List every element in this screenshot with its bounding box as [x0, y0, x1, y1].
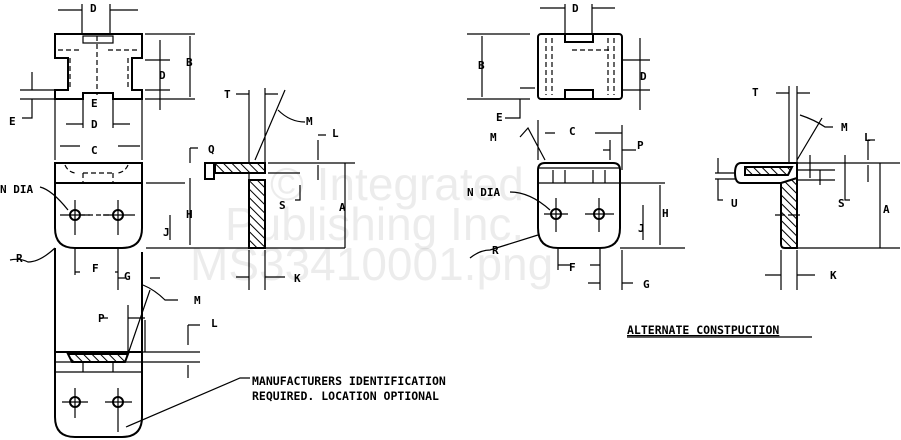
lower-view-main [54, 284, 250, 438]
svg-text:Publishing Inc.: Publishing Inc. [225, 198, 524, 250]
dim-A-alt: A [883, 203, 890, 216]
dim-U: U [731, 197, 738, 210]
alternate-construction-caption: ALTERNATE CONSTPUCTION [627, 323, 779, 337]
dim-B: B [186, 56, 193, 69]
dim-M-side: M [306, 115, 313, 128]
dim-R: R [16, 252, 23, 265]
mfr-id-note-line1: MANUFACTURERS IDENTIFICATION [252, 374, 446, 388]
dim-D-alt-top: D [572, 2, 579, 15]
dim-P-alt: P [637, 139, 644, 152]
dim-D-top: D [90, 2, 97, 15]
dim-L-alt: L [864, 131, 871, 144]
dim-N-DIA: N DIA [0, 183, 33, 196]
dim-H-alt: H [662, 207, 669, 220]
dim-A: A [339, 201, 346, 214]
dim-Q: Q [208, 143, 215, 156]
dim-N-DIA-alt: N DIA [467, 186, 500, 199]
dim-G-alt: G [643, 278, 650, 291]
watermark: © Integrated Publishing Inc. MS33410001.… [190, 158, 553, 290]
dim-D-side: D [159, 69, 166, 82]
svg-text:© Integrated: © Integrated [270, 158, 524, 210]
dim-E-alt: E [496, 111, 503, 124]
dim-F: F [92, 262, 99, 275]
dim-J: J [163, 226, 170, 239]
dim-C: C [91, 144, 98, 157]
dim-T-alt: T [752, 86, 759, 99]
dim-D-alt-side: D [640, 70, 647, 83]
dim-P: P [98, 312, 105, 325]
svg-text:MS33410001.png: MS33410001.png [190, 238, 553, 290]
dim-H: H [186, 208, 193, 221]
front-view-main [9, 162, 345, 355]
dim-M-alt: M [490, 131, 497, 144]
dim-F-alt: F [569, 261, 576, 274]
dim-R-alt: R [492, 244, 499, 257]
dim-S: S [279, 199, 286, 212]
front-view-alternate [469, 120, 685, 290]
dim-L-side: L [332, 127, 339, 140]
dim-T: T [224, 88, 231, 101]
top-view-main [20, 4, 195, 160]
dim-B-alt: B [478, 59, 485, 72]
dim-K-alt: K [830, 269, 837, 282]
mfr-id-note-line2: REQUIRED. LOCATION OPTIONAL [252, 389, 439, 403]
top-view-alternate [467, 4, 650, 119]
dim-E-left: E [9, 115, 16, 128]
dim-S-alt: S [838, 197, 845, 210]
dim-E-center: E [91, 97, 98, 110]
dim-L-lower: L [211, 317, 218, 330]
side-section-main [189, 88, 355, 290]
dim-K: K [294, 272, 301, 285]
dim-M-alt-side: M [841, 121, 848, 134]
dim-J-alt: J [638, 222, 645, 235]
dim-D-lower: D [91, 118, 98, 131]
dim-M-lower: M [194, 294, 201, 307]
dim-C-alt: C [569, 125, 576, 138]
dim-G: G [124, 270, 131, 283]
side-section-alternate [715, 86, 900, 290]
